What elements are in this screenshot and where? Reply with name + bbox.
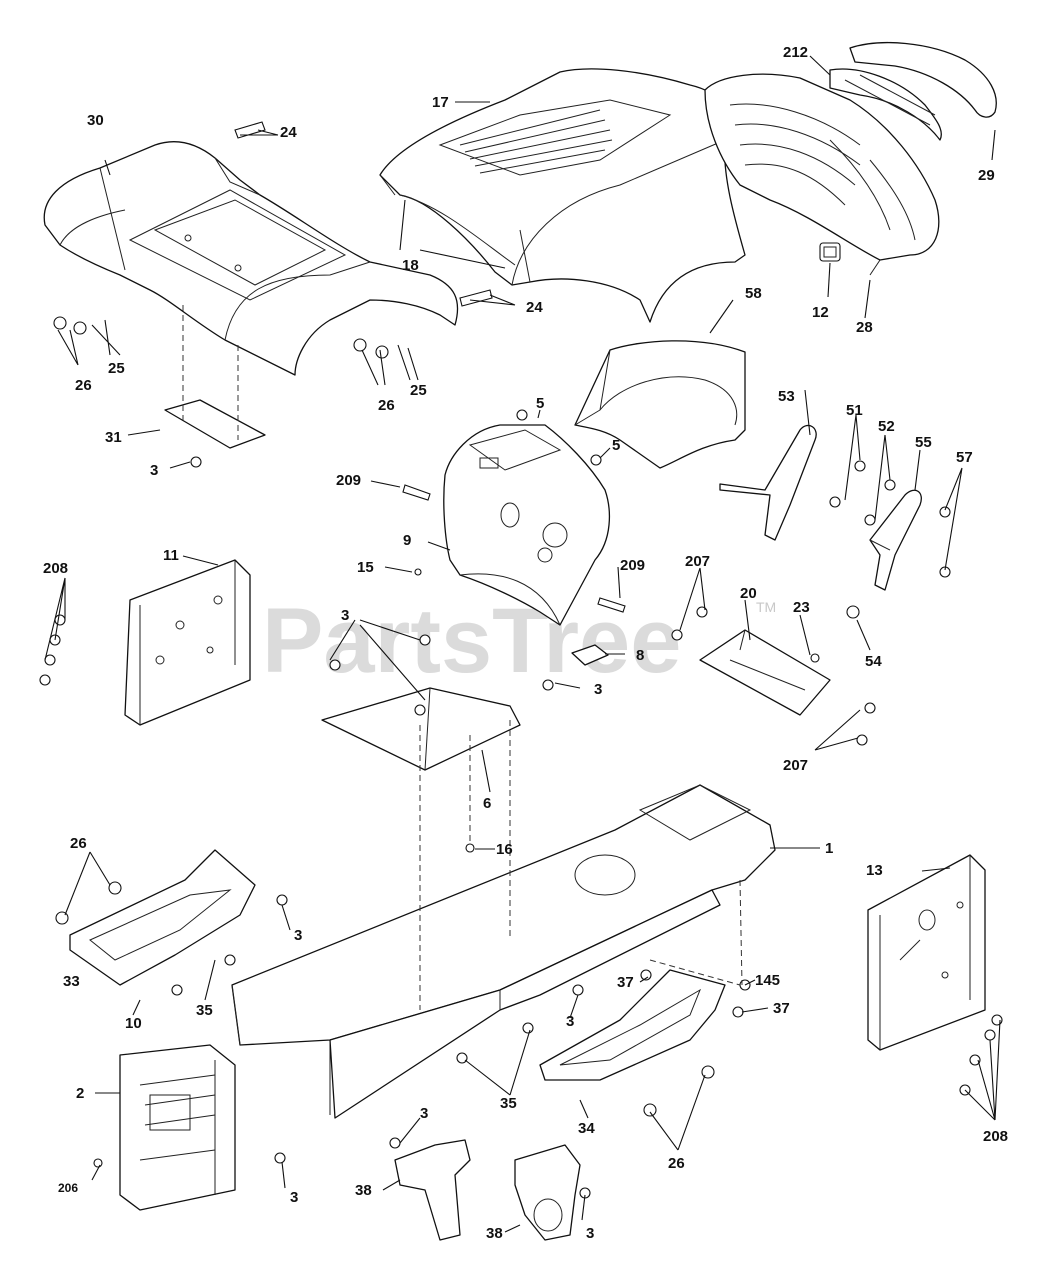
callout-208: 208: [43, 560, 68, 577]
callout-54: 54: [865, 653, 882, 670]
callout-12: 12: [812, 304, 829, 321]
callout-3: 3: [420, 1105, 428, 1122]
dash-panel-part[interactable]: [443, 424, 610, 626]
callout-8: 8: [636, 647, 644, 664]
callout-29: 29: [978, 167, 995, 184]
callout-labels: 1 2 3 3 3 3 3 3 3 3 5 5 6 8 9 10 11 12 1…: [43, 44, 1008, 1242]
alignment-lines: [182, 305, 743, 1010]
callout-3: 3: [586, 1225, 594, 1242]
callout-16: 16: [496, 841, 513, 858]
callout-209: 209: [336, 472, 361, 489]
callout-26: 26: [70, 835, 87, 852]
callout-9: 9: [403, 532, 411, 549]
callout-25: 25: [410, 382, 427, 399]
grommet-part[interactable]: [819, 242, 841, 262]
callout-209: 209: [620, 557, 645, 574]
callout-37: 37: [773, 1000, 790, 1017]
callout-10: 10: [125, 1015, 142, 1032]
callout-38: 38: [486, 1225, 503, 1242]
callout-15: 15: [357, 559, 374, 576]
grille-lens-part[interactable]: [849, 42, 997, 118]
fender-part[interactable]: [43, 141, 459, 376]
callout-17: 17: [432, 94, 449, 111]
callout-33: 33: [63, 973, 80, 990]
callout-6: 6: [483, 795, 491, 812]
callout-24: 24: [280, 124, 297, 141]
callout-52: 52: [878, 418, 895, 435]
callout-24: 24: [526, 299, 543, 316]
callout-34: 34: [578, 1120, 595, 1137]
callout-25: 25: [108, 360, 125, 377]
callout-3: 3: [566, 1013, 574, 1030]
bracket-38b-part[interactable]: [514, 1144, 581, 1241]
plate-part[interactable]: [321, 687, 521, 771]
bracket-55-part[interactable]: [869, 489, 922, 591]
hardware-bolts: [39, 121, 1003, 1199]
shroud-part[interactable]: [574, 340, 746, 469]
callout-212: 212: [783, 44, 808, 61]
callout-26: 26: [668, 1155, 685, 1172]
callout-207: 207: [685, 553, 710, 570]
callout-18: 18: [402, 257, 419, 274]
callout-206: 206: [58, 1181, 78, 1195]
spacer-8-part[interactable]: [571, 644, 609, 666]
side-panel-left-part[interactable]: [124, 559, 251, 726]
callout-3: 3: [290, 1189, 298, 1206]
callout-3: 3: [594, 681, 602, 698]
side-panel-right-part[interactable]: [867, 854, 986, 1051]
grille-insert-part[interactable]: [829, 68, 942, 141]
frame-part[interactable]: [231, 784, 776, 1119]
callout-35: 35: [500, 1095, 517, 1112]
callout-31: 31: [105, 429, 122, 446]
watermark-trademark: TM: [756, 599, 776, 615]
leader-lines: [44, 55, 1001, 1233]
callout-3: 3: [294, 927, 302, 944]
callout-3: 3: [150, 462, 158, 479]
footrest-right-part[interactable]: [539, 969, 726, 1081]
callout-57: 57: [956, 449, 973, 466]
callout-5: 5: [612, 437, 620, 454]
callout-26: 26: [378, 397, 395, 414]
grille-part[interactable]: [704, 73, 940, 276]
callout-51: 51: [846, 402, 863, 419]
callout-55: 55: [915, 434, 932, 451]
bracket-38a-part[interactable]: [394, 1139, 471, 1241]
rear-plate-part[interactable]: [119, 1044, 236, 1211]
callout-26: 26: [75, 377, 92, 394]
callout-28: 28: [856, 319, 873, 336]
callout-20: 20: [740, 585, 757, 602]
callout-13: 13: [866, 862, 883, 879]
mount-plate-part[interactable]: [699, 629, 831, 716]
callout-30: 30: [87, 112, 104, 129]
plate-31-part[interactable]: [164, 399, 266, 449]
callout-145: 145: [755, 972, 780, 989]
callout-38: 38: [355, 1182, 372, 1199]
callout-5: 5: [536, 395, 544, 412]
callout-58: 58: [745, 285, 762, 302]
callout-3: 3: [341, 607, 349, 624]
callout-23: 23: [793, 599, 810, 616]
callout-37: 37: [617, 974, 634, 991]
callout-35: 35: [196, 1002, 213, 1019]
footrest-left-part[interactable]: [69, 849, 256, 986]
callout-1: 1: [825, 840, 833, 857]
callout-207: 207: [783, 757, 808, 774]
callout-11: 11: [163, 547, 179, 564]
bracket-53-part[interactable]: [719, 424, 817, 541]
hood-part[interactable]: [379, 68, 746, 323]
callout-53: 53: [778, 388, 795, 405]
callout-2: 2: [76, 1085, 84, 1102]
callout-208: 208: [983, 1128, 1008, 1145]
